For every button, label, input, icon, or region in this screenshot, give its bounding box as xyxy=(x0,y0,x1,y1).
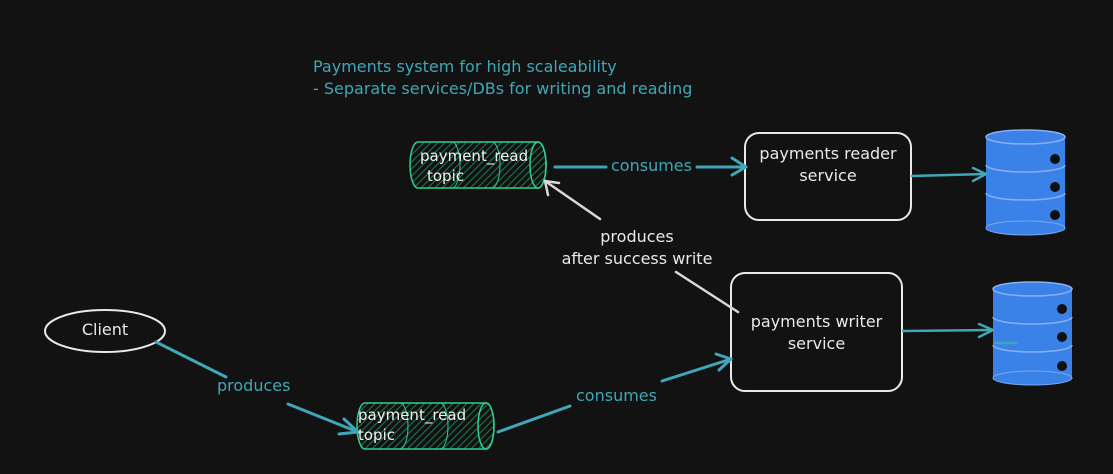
topic-bottom-label-line2: topic xyxy=(358,426,395,444)
client-node[interactable] xyxy=(44,309,166,353)
topic-top-label-line1: payment_read xyxy=(420,147,529,165)
writer-service-label-line1: payments writer xyxy=(750,312,883,331)
edge-label-top-consumes: consumes xyxy=(611,156,692,175)
topic-to-writer-arrow xyxy=(496,352,733,434)
reader-db-icon[interactable] xyxy=(985,129,1066,236)
note-title: Payments system for high scaleability xyxy=(313,57,617,76)
topic-bottom-node[interactable] xyxy=(356,402,495,450)
writer-service-label: payments writer service xyxy=(731,311,902,355)
writer-db-icon[interactable] xyxy=(992,281,1073,386)
reader-service-label-line2: service xyxy=(799,166,857,185)
edge-label-client-produces: produces xyxy=(217,376,291,395)
reader-to-db-arrow xyxy=(910,166,988,183)
client-label: Client xyxy=(81,320,129,339)
client-to-topic-arrow xyxy=(154,340,360,436)
topic-top-node[interactable] xyxy=(409,141,547,189)
topic-top-label: payment_read topic xyxy=(420,146,528,186)
topic-to-reader-arrow xyxy=(553,156,748,177)
writer-service-node[interactable] xyxy=(730,272,903,392)
topic-top-label-line2: topic xyxy=(427,167,464,185)
writer-service-label-line2: service xyxy=(787,334,846,353)
edge-label-writer-produces: produces after success write xyxy=(548,226,726,270)
edge-label-writer-produces-line1: produces xyxy=(600,227,674,246)
edge-label-writer-produces-line2: after success write xyxy=(561,249,713,268)
note-subtitle: - Separate services/DBs for writing and … xyxy=(313,79,693,98)
writer-to-db-arrow xyxy=(901,322,1018,345)
topic-bottom-label: payment_read topic xyxy=(358,405,466,445)
reader-service-label: payments reader service xyxy=(745,143,911,187)
writer-to-topic-arrow xyxy=(543,179,740,314)
reader-service-label-line1: payments reader xyxy=(759,144,897,163)
topic-bottom-label-line1: payment_read xyxy=(358,406,467,424)
edge-label-bottom-consumes: consumes xyxy=(576,386,657,405)
